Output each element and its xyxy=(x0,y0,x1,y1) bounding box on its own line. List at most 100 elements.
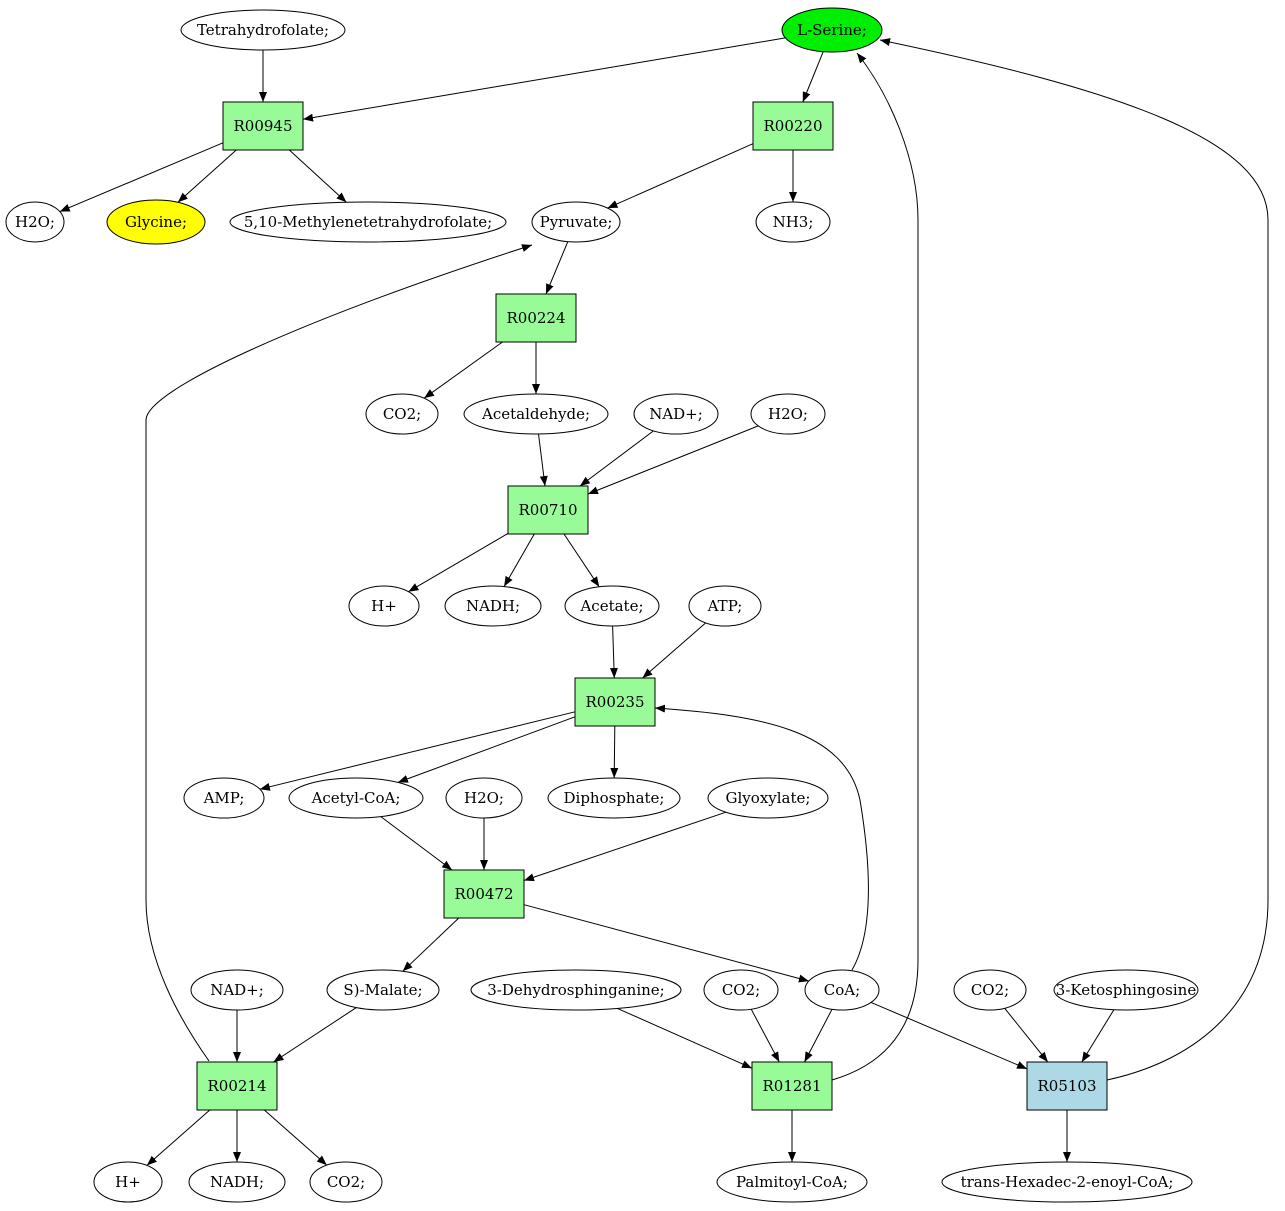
edge-coa-to-R01281 xyxy=(804,1009,833,1063)
edge-co2_2-to-R01281 xyxy=(750,1008,780,1063)
compound-ellipse xyxy=(445,777,523,819)
compound-ellipse xyxy=(804,969,880,1011)
node-label: CoA; xyxy=(824,981,860,999)
compound-node-pyr: Pyruvate; xyxy=(531,201,621,243)
node-label: R00472 xyxy=(454,885,513,903)
compound-node-thcoa: trans-Hexadec-2-enoyl-CoA; xyxy=(941,1161,1193,1203)
compound-node-h2o_2: H2O; xyxy=(750,393,826,435)
compound-node-acetate: Acetate; xyxy=(564,585,660,627)
compound-node-nadh_1: NADH; xyxy=(444,585,542,627)
compound-node-methf: 5,10-Methylenetetrahydrofolate; xyxy=(229,201,507,243)
edge-acetate-to-R00235 xyxy=(609,625,618,679)
compound-node-co2_1: CO2; xyxy=(365,393,439,435)
compound-ellipse xyxy=(183,777,265,819)
compound-ellipse xyxy=(703,969,779,1011)
compound-node-co2_2: CO2; xyxy=(703,969,779,1011)
edge-pyr-to-R00224 xyxy=(545,241,569,295)
edge-coa-to-R05103 xyxy=(870,1001,1028,1070)
compound-ellipse xyxy=(633,393,719,435)
edge-R00214-to-hplus_2 xyxy=(146,1109,211,1166)
compound-node-glyox: Glyoxylate; xyxy=(707,777,829,819)
edge-dhsph-to-R01281 xyxy=(617,1007,753,1069)
node-label: Glyoxylate; xyxy=(726,789,811,807)
reaction-node-r00224: R00224 xyxy=(495,293,577,343)
compound-node-gly: Glycine; xyxy=(106,199,206,245)
reaction-box xyxy=(495,293,577,343)
compound-node-h2o_1: H2O; xyxy=(5,201,65,243)
node-label: L-Serine; xyxy=(797,21,867,39)
node-label: NADH; xyxy=(210,1173,264,1191)
edge-co2_3-to-R05103 xyxy=(1004,1007,1049,1063)
compound-ellipse xyxy=(444,585,542,627)
node-label: R00214 xyxy=(207,1077,266,1095)
node-label: Palmitoyl-CoA; xyxy=(736,1173,848,1191)
compound-ellipse xyxy=(716,1161,868,1203)
compound-node-coa: CoA; xyxy=(804,969,880,1011)
node-label: Diphosphate; xyxy=(564,789,665,807)
compound-ellipse xyxy=(1053,969,1199,1011)
node-label: NH3; xyxy=(773,213,814,231)
edge-coa-to-R00235 xyxy=(654,704,869,971)
edge-R01281-to-lser xyxy=(831,52,919,1081)
node-label: Acetaldehyde; xyxy=(481,405,590,423)
edge-R00710-to-acetate xyxy=(563,533,600,588)
compound-node-co2_4: CO2; xyxy=(309,1161,383,1203)
edge-lser-to-R00945 xyxy=(302,37,786,122)
edge-R00472-to-malate xyxy=(402,917,460,972)
compound-node-h2o_3: H2O; xyxy=(445,777,523,819)
compound-ellipse xyxy=(190,969,284,1011)
compound-ellipse xyxy=(229,201,507,243)
reaction-box xyxy=(507,485,589,535)
edge-ketosph-to-R05103 xyxy=(1081,1009,1115,1063)
compound-ellipse xyxy=(755,201,831,243)
edge-h2o_2-to-R00710 xyxy=(587,425,759,495)
compound-node-nadh_2: NADH; xyxy=(188,1161,286,1203)
compound-node-amp: AMP; xyxy=(183,777,265,819)
edge-R00710-to-hplus_1 xyxy=(408,532,509,593)
compound-ellipse xyxy=(326,969,440,1011)
reaction-node-r01281: R01281 xyxy=(751,1061,833,1111)
reaction-box xyxy=(751,1061,833,1111)
compound-ellipse xyxy=(781,7,883,53)
compound-node-palcoa: Palmitoyl-CoA; xyxy=(716,1161,868,1203)
node-label: CO2; xyxy=(327,1173,365,1191)
edges-layer xyxy=(59,37,1269,1166)
compound-ellipse xyxy=(288,777,424,819)
node-label: Glycine; xyxy=(125,213,187,231)
compound-node-nad_2: NAD+; xyxy=(190,969,284,1011)
edge-R00945-to-methf xyxy=(288,149,347,203)
compound-ellipse xyxy=(470,969,682,1011)
reaction-box xyxy=(196,1061,278,1111)
node-label: Acetate; xyxy=(579,597,643,615)
node-label: H2O; xyxy=(768,405,808,423)
edge-lser-to-R00220 xyxy=(802,51,824,103)
node-label: R00220 xyxy=(763,117,822,135)
compound-node-acald: Acetaldehyde; xyxy=(463,393,609,435)
edge-malate-to-R00214 xyxy=(273,1007,357,1063)
compound-node-co2_3: CO2; xyxy=(953,969,1027,1011)
compound-ellipse xyxy=(188,1161,286,1203)
compound-ellipse xyxy=(707,777,829,819)
node-label: 3-Ketosphingosine xyxy=(1056,981,1197,999)
compound-node-atp: ATP; xyxy=(688,585,762,627)
edge-R00214-to-co2_4 xyxy=(263,1109,328,1166)
compound-ellipse xyxy=(750,393,826,435)
node-label: AMP; xyxy=(203,789,245,807)
compound-ellipse xyxy=(309,1161,383,1203)
node-label: H2O; xyxy=(15,213,55,231)
compound-ellipse xyxy=(365,393,439,435)
node-label: trans-Hexadec-2-enoyl-CoA; xyxy=(961,1173,1174,1191)
node-label: CO2; xyxy=(971,981,1009,999)
compound-ellipse xyxy=(688,585,762,627)
compound-ellipse xyxy=(941,1161,1193,1203)
node-label: NAD+; xyxy=(649,405,703,423)
compound-ellipse xyxy=(564,585,660,627)
edge-nad_1-to-R00710 xyxy=(579,430,654,487)
compound-ellipse xyxy=(531,201,621,243)
reaction-node-r00710: R00710 xyxy=(507,485,589,535)
compound-ellipse xyxy=(547,777,681,819)
reaction-node-r00472: R00472 xyxy=(443,869,525,919)
edge-R00235-to-ppi xyxy=(610,725,619,779)
compound-ellipse xyxy=(93,1161,163,1203)
edge-R00214-to-pyr xyxy=(145,244,533,1062)
